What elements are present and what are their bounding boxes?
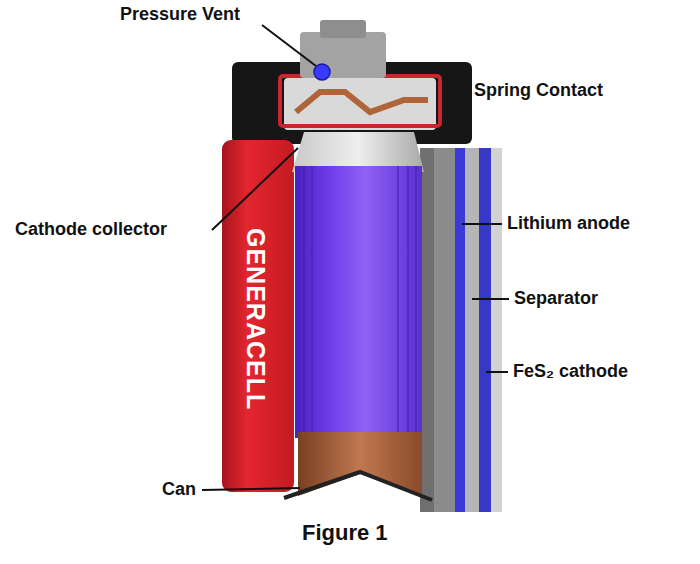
pressure-vent-ball <box>314 64 330 80</box>
leader-line <box>486 371 508 373</box>
part-label: Can <box>162 479 196 500</box>
separator-layer <box>465 148 479 512</box>
part-label: Spring Contact <box>474 80 603 101</box>
spring-contact <box>296 92 428 112</box>
terminal <box>320 20 366 38</box>
brand-text: GENERACELL <box>241 228 270 410</box>
gasket <box>280 76 440 126</box>
leader-lines <box>202 25 509 490</box>
part-label: Cathode collector <box>15 219 167 240</box>
battery-wrapper <box>222 140 294 492</box>
can-bottom <box>284 472 432 500</box>
part-label: Pressure Vent <box>120 4 240 25</box>
can-wall <box>491 148 502 512</box>
leader-line <box>212 148 298 230</box>
leader-line <box>462 223 502 225</box>
lithium-layer <box>455 148 465 512</box>
cathode-layer <box>479 148 491 512</box>
part-label: Separator <box>514 288 598 309</box>
electrode-layers <box>420 148 502 512</box>
part-label: FeS₂ cathode <box>513 361 628 382</box>
figure-caption: Figure 1 <box>302 520 388 545</box>
layer <box>420 148 434 512</box>
leader-line <box>472 298 509 300</box>
core-stripes <box>304 166 416 438</box>
leader-line <box>202 488 300 490</box>
core <box>295 166 422 438</box>
cap-body <box>284 78 436 130</box>
top-cap <box>300 32 386 78</box>
part-label: Lithium anode <box>507 213 630 234</box>
leader-line <box>262 25 316 66</box>
